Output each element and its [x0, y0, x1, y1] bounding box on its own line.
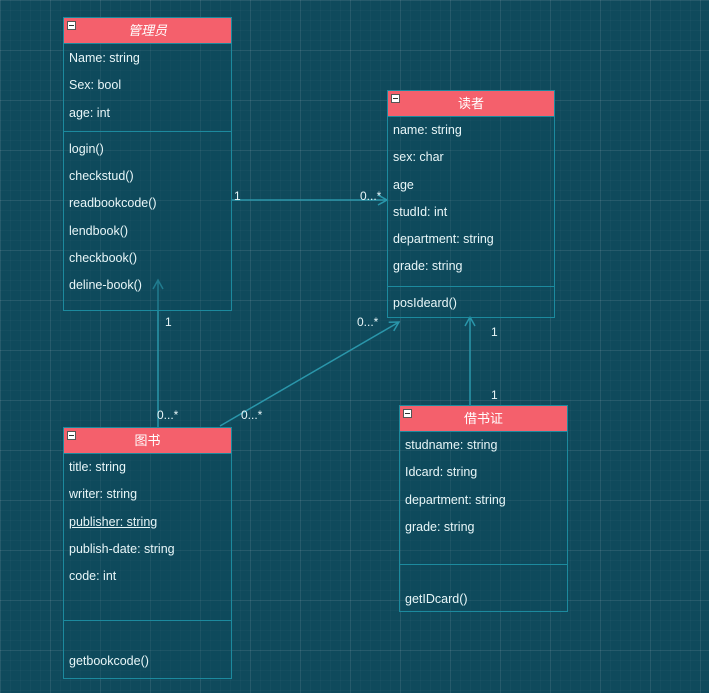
- class-admin[interactable]: 管理员 Name: string Sex: bool age: int logi…: [63, 17, 232, 311]
- method-row[interactable]: checkstud(): [69, 169, 134, 184]
- attribute-row[interactable]: title: string: [69, 460, 126, 474]
- attribute-row[interactable]: age: [393, 177, 414, 192]
- method-row[interactable]: getIDcard(): [405, 592, 468, 606]
- attribute-row[interactable]: department: string: [393, 232, 494, 247]
- attribute-row[interactable]: grade: string: [405, 519, 475, 534]
- class-book-attributes: title: string writer: string publisher: …: [64, 454, 231, 620]
- attribute-row[interactable]: studname: string: [405, 438, 498, 452]
- method-row[interactable]: getbookcode(): [69, 654, 149, 668]
- class-book-title: 图书: [134, 433, 161, 448]
- class-card-header[interactable]: 借书证: [400, 406, 567, 432]
- attribute-row[interactable]: name: string: [393, 123, 462, 137]
- multiplicity-label[interactable]: 1: [165, 315, 172, 329]
- attribute-row[interactable]: age: int: [69, 105, 111, 120]
- class-reader-methods: posIdeard(): [388, 285, 554, 317]
- method-row[interactable]: checkbook(): [69, 251, 138, 266]
- attribute-row[interactable]: Name: string: [69, 51, 140, 65]
- multiplicity-label[interactable]: 1: [234, 189, 241, 203]
- attribute-row[interactable]: grade: string: [393, 259, 463, 274]
- class-reader-header[interactable]: 读者: [388, 91, 554, 117]
- collapse-icon[interactable]: [67, 431, 76, 440]
- multiplicity-label[interactable]: 0...*: [357, 315, 379, 329]
- multiplicity-label[interactable]: 0...*: [360, 189, 382, 203]
- class-card-methods: getIDcard(): [400, 564, 567, 613]
- class-reader-attributes: name: string sex: char age studId: int d…: [388, 117, 554, 286]
- class-card[interactable]: 借书证 studname: string Idcard: string depa…: [399, 405, 568, 612]
- multiplicity-label[interactable]: 1: [491, 325, 498, 339]
- attribute-row[interactable]: department: string: [405, 492, 506, 507]
- multiplicity-label[interactable]: 1: [491, 388, 498, 402]
- class-card-title: 借书证: [463, 411, 503, 426]
- method-row[interactable]: deline-book(): [69, 278, 142, 293]
- attribute-row[interactable]: Sex: bool: [69, 78, 122, 93]
- class-reader-title: 读者: [457, 96, 484, 111]
- multiplicity-label[interactable]: 0...*: [241, 408, 263, 422]
- attribute-row[interactable]: writer: string: [69, 487, 138, 502]
- class-admin-methods: login() checkstud() readbookcode() lendb…: [64, 130, 231, 300]
- collapse-icon[interactable]: [67, 21, 76, 30]
- method-row[interactable]: lendbook(): [69, 223, 129, 238]
- attribute-row[interactable]: publisher: string: [69, 514, 158, 529]
- attribute-row[interactable]: studId: int: [393, 204, 448, 219]
- attribute-row[interactable]: code: int: [69, 569, 117, 584]
- class-reader[interactable]: 读者 name: string sex: char age studId: in…: [387, 90, 555, 318]
- attribute-row[interactable]: Idcard: string: [405, 465, 478, 480]
- class-book-methods: getbookcode(): [64, 620, 231, 675]
- method-row[interactable]: readbookcode(): [69, 196, 157, 211]
- attribute-row[interactable]: publish-date: string: [69, 541, 175, 556]
- class-admin-attributes: Name: string Sex: bool age: int: [64, 44, 231, 131]
- edge-book-to-reader[interactable]: [219, 321, 401, 427]
- class-card-attributes: studname: string Idcard: string departme…: [400, 432, 567, 564]
- method-row[interactable]: login(): [69, 141, 104, 156]
- class-book[interactable]: 图书 title: string writer: string publishe…: [63, 427, 232, 679]
- multiplicity-label[interactable]: 0...*: [157, 408, 179, 422]
- class-book-header[interactable]: 图书: [64, 428, 231, 454]
- collapse-icon[interactable]: [391, 94, 400, 103]
- collapse-icon[interactable]: [403, 409, 412, 418]
- method-row[interactable]: posIdeard(): [393, 295, 457, 310]
- attribute-row[interactable]: sex: char: [393, 150, 444, 165]
- class-admin-header[interactable]: 管理员: [64, 18, 231, 44]
- class-admin-title: 管理员: [127, 23, 167, 38]
